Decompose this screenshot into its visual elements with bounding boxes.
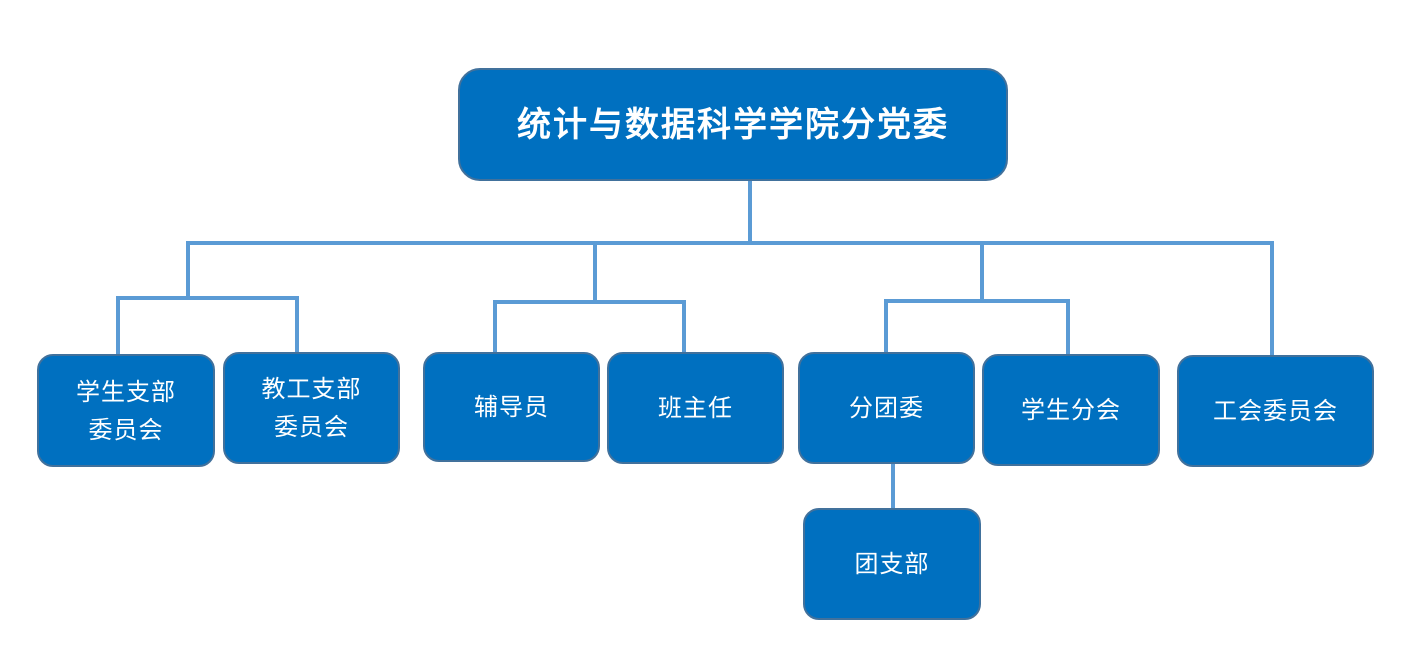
counselor-label: 辅导员 [474,393,549,421]
trade-union-committee-node[interactable]: 工会委员会 [1177,355,1374,467]
student-union-node[interactable]: 学生分会 [982,354,1160,466]
party-committee-node[interactable]: 统计与数据科学学院分党委 [458,68,1008,181]
league-branch-node[interactable]: 团支部 [803,508,981,620]
youth-league-committee-node[interactable]: 分团委 [798,352,975,464]
student-union-label: 学生分会 [1021,396,1121,424]
staff-branch-committee-label: 教工支部 委员会 [261,375,362,441]
student-branch-committee-node[interactable]: 学生支部 委员会 [37,354,215,467]
counselor-node[interactable]: 辅导员 [423,352,600,462]
staff-branch-committee-node[interactable]: 教工支部 委员会 [223,352,400,464]
youth-league-committee-label: 分团委 [849,394,924,422]
party-committee-label: 统计与数据科学学院分党委 [517,104,949,145]
head-teacher-node[interactable]: 班主任 [607,352,784,464]
league-branch-label: 团支部 [854,550,930,578]
student-branch-committee-label: 学生支部 委员会 [76,377,176,444]
trade-union-committee-label: 工会委员会 [1213,397,1338,425]
head-teacher-label: 班主任 [658,394,733,422]
